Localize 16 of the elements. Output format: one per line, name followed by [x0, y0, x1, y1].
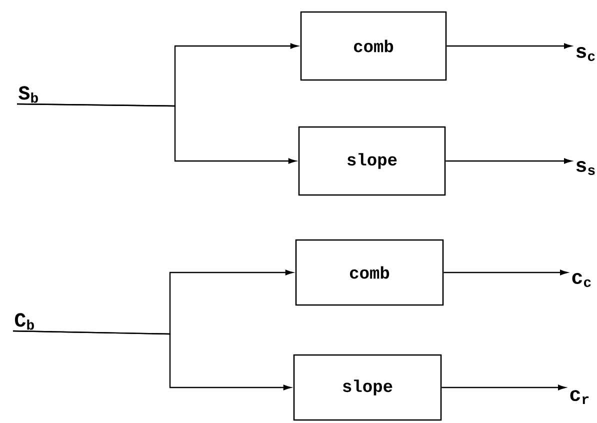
arrow [446, 43, 572, 49]
process-box: slope [293, 354, 442, 421]
output-signal-label: s$_{c}$ [576, 47, 595, 62]
output-signal-label: s$_{s}$ [576, 161, 595, 176]
input-signal-label: C$_{b}$ [14, 313, 34, 330]
arrow [444, 270, 568, 276]
output-signal-label: c$_{r}$ [570, 390, 589, 404]
process-box: slope [298, 126, 446, 196]
arrow [446, 158, 572, 164]
arrow [12, 330, 291, 390]
arrow [17, 103, 296, 164]
input-signal-label: S$_{b}$ [18, 86, 38, 103]
arrow [442, 384, 566, 390]
process-box: comb [295, 239, 444, 306]
process-box: comb [300, 11, 447, 81]
output-signal-label: c$_{c}$ [572, 273, 591, 288]
